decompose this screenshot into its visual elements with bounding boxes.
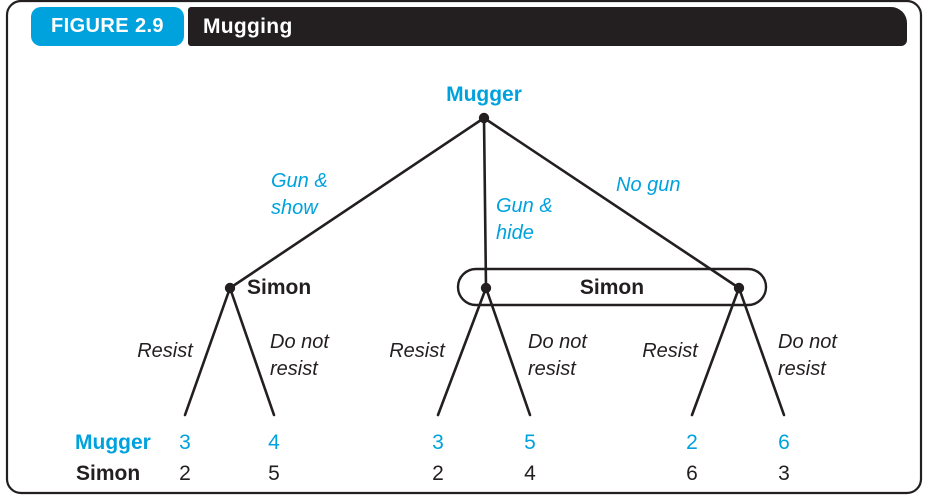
edge-middle-do-not-resist bbox=[484, 286, 532, 417]
left-simon-label: Simon bbox=[247, 276, 312, 299]
gun-hide-line2: hide bbox=[496, 222, 534, 244]
figure-number-badge: FIGURE 2.9 bbox=[31, 7, 184, 46]
right-do-not-resist-label: Do not resist bbox=[778, 329, 837, 383]
edge-middle-resist bbox=[436, 286, 488, 417]
gun-show-branch-label: Gun & show bbox=[271, 168, 328, 222]
simon-payoff-4: 4 bbox=[524, 462, 536, 485]
root-player-label: Mugger bbox=[446, 83, 522, 106]
mugger-payoff-3: 3 bbox=[432, 431, 444, 454]
mugger-payoff-5: 2 bbox=[686, 431, 698, 454]
edge-right-resist bbox=[690, 286, 741, 417]
gun-hide-line1: Gun & bbox=[496, 195, 553, 217]
left-dnr-line1: Do not bbox=[270, 331, 329, 353]
simon-payoff-6: 3 bbox=[778, 462, 790, 485]
no-gun-branch-label: No gun bbox=[616, 174, 681, 196]
edge-left-do-not-resist bbox=[228, 286, 276, 417]
left-do-not-resist-label: Do not resist bbox=[270, 329, 329, 383]
edge-no-gun bbox=[482, 116, 741, 290]
mugger-payoff-2: 4 bbox=[268, 431, 280, 454]
mugger-payoff-6: 6 bbox=[778, 431, 790, 454]
figure-title: Mugging bbox=[203, 14, 293, 38]
figure-title-bar: Mugging bbox=[188, 7, 907, 46]
right-dnr-line1: Do not bbox=[778, 331, 837, 353]
simon-payoff-3: 2 bbox=[432, 462, 444, 485]
middle-do-not-resist-label: Do not resist bbox=[528, 329, 587, 383]
left-resist-label: Resist bbox=[137, 340, 193, 362]
edge-left-resist bbox=[183, 286, 232, 417]
right-resist-label: Resist bbox=[642, 340, 698, 362]
left-dnr-line2: resist bbox=[270, 358, 318, 380]
gun-show-line1: Gun & bbox=[271, 170, 328, 192]
middle-dnr-line1: Do not bbox=[528, 331, 587, 353]
figure-border bbox=[5, 0, 923, 495]
right-dnr-line2: resist bbox=[778, 358, 826, 380]
middle-dnr-line2: resist bbox=[528, 358, 576, 380]
middle-resist-label: Resist bbox=[389, 340, 445, 362]
right-simon-node-dot bbox=[733, 282, 745, 294]
simon-payoff-2: 5 bbox=[268, 462, 280, 485]
info-set-oval bbox=[456, 267, 768, 307]
middle-simon-node-dot bbox=[480, 282, 492, 294]
simon-payoff-1: 2 bbox=[179, 462, 191, 485]
simon-payoff-5: 6 bbox=[686, 462, 698, 485]
simon-payoff-row-label: Simon bbox=[76, 462, 141, 485]
left-simon-node-dot bbox=[224, 282, 236, 294]
edge-gun-show bbox=[228, 116, 486, 290]
edge-right-do-not-resist bbox=[737, 286, 786, 417]
gun-show-line2: show bbox=[271, 197, 318, 219]
mugger-payoff-4: 5 bbox=[524, 431, 536, 454]
info-set-simon-label: Simon bbox=[579, 276, 645, 299]
edge-gun-hide bbox=[482, 116, 488, 290]
mugger-payoff-row-label: Mugger bbox=[75, 431, 151, 454]
gun-hide-branch-label: Gun & hide bbox=[496, 193, 553, 247]
figure-number-label: FIGURE 2.9 bbox=[51, 15, 164, 37]
mugger-payoff-1: 3 bbox=[179, 431, 191, 454]
root-node-dot bbox=[478, 112, 490, 124]
